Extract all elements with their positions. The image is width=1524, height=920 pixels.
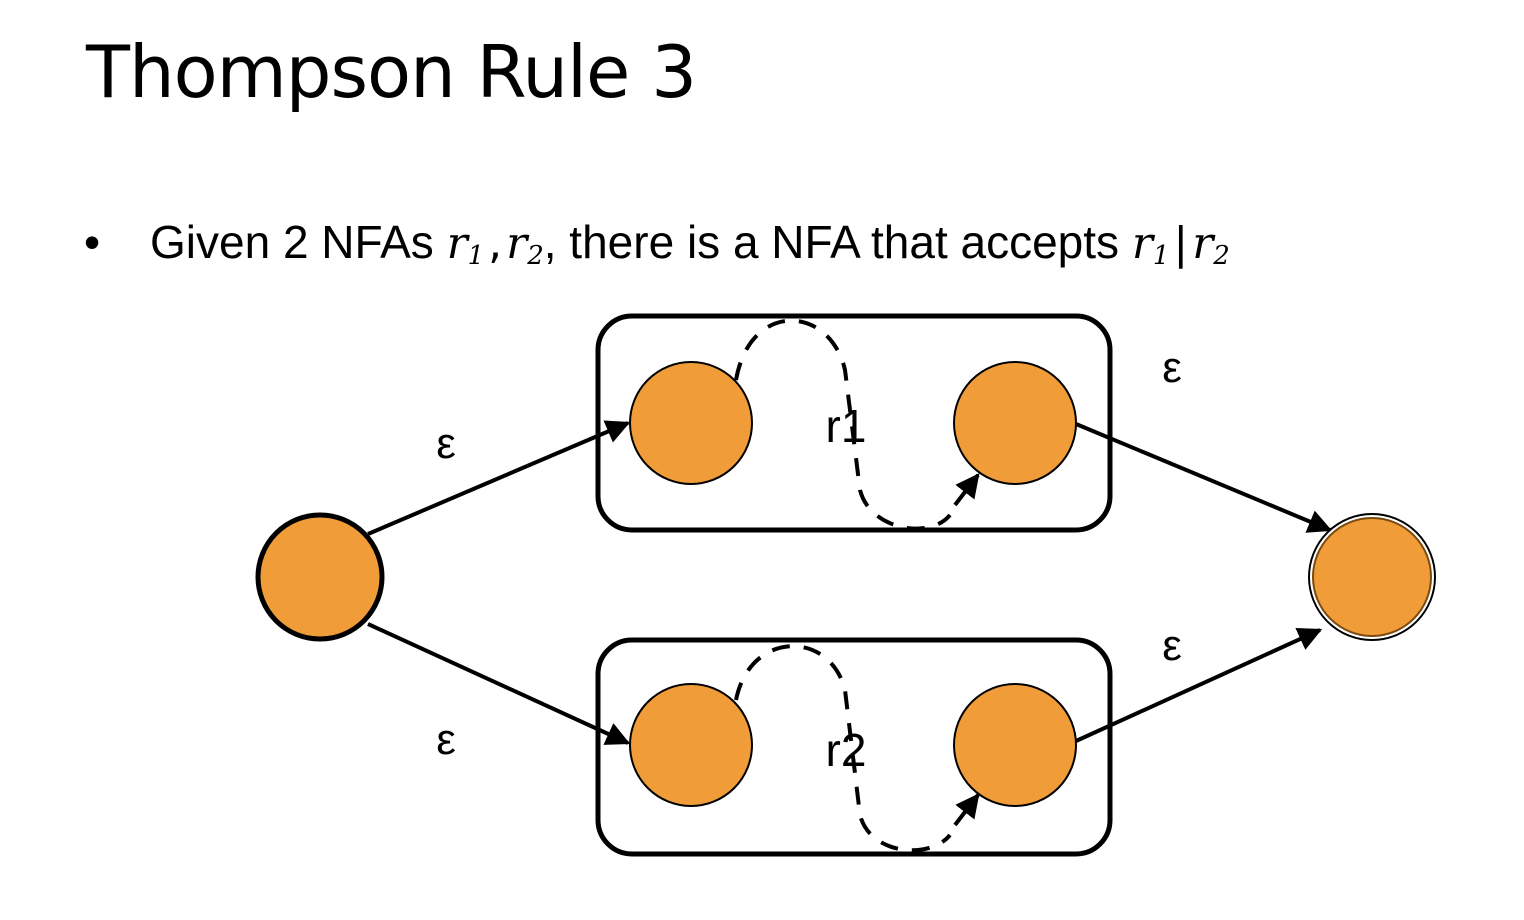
sub-nfa-top-label: r1 [826, 400, 867, 452]
sub-nfa-bottom-label: r2 [826, 724, 867, 776]
sub-nfa-top-box [595, 313, 1113, 533]
sub-nfa-bottom-start-state [629, 683, 753, 807]
sub-nfa-bottom-dashed-arrow [953, 793, 980, 827]
sub-nfa-top-dashed-path [734, 318, 952, 531]
math-r2-subscript: 2 [527, 241, 544, 271]
math-union-r1: r1 [1131, 218, 1170, 271]
math-comma: , [488, 218, 503, 269]
math-union-bar: | [1173, 218, 1189, 269]
sub-nfa-top-end-state [953, 361, 1077, 485]
math-union-r1-base: r [1131, 218, 1153, 269]
math-r2-base: r [506, 218, 528, 269]
sub-nfa-bottom-dashed-path [734, 644, 952, 853]
bullet-text-middle: , there is a NFA that accepts [543, 216, 1132, 268]
start-state [255, 512, 385, 642]
bullet-item: •Given 2 NFAs r1,r2, there is a NFA that… [84, 202, 1230, 296]
math-r1-subscript: 1 [467, 241, 485, 271]
math-union-r2-base: r [1192, 218, 1214, 269]
bullet-text-start: Given 2 NFAs [150, 216, 447, 268]
sub-nfa-bottom-end-state [953, 683, 1077, 807]
epsilon-arrow-top-to-accept [1075, 422, 1333, 533]
epsilon-arrow-start-to-top [367, 420, 631, 536]
bullet-marker: • [84, 216, 101, 268]
sub-nfa-top-start-state [629, 361, 753, 485]
epsilon-label-top-to-accept: ε [1162, 343, 1182, 392]
slide-title: Thompson Rule 3 [86, 30, 697, 114]
sub-nfa-bottom-box [595, 637, 1113, 857]
accept-state [1308, 513, 1436, 641]
epsilon-label-start-to-top: ε [436, 419, 456, 468]
math-r1: r1 [446, 218, 485, 271]
math-union-r1-subscript: 1 [1152, 241, 1170, 271]
epsilon-label-bottom-to-accept: ε [1162, 621, 1182, 670]
math-union-r2: r2 [1192, 218, 1230, 271]
epsilon-arrow-bottom-to-accept [1075, 628, 1323, 743]
math-r1-base: r [446, 218, 468, 269]
sub-nfa-top-dashed-arrow [953, 473, 980, 507]
math-r2: r2 [506, 218, 544, 271]
epsilon-label-start-to-bottom: ε [436, 715, 456, 764]
epsilon-arrow-start-to-bottom [367, 622, 631, 745]
math-union-r2-subscript: 2 [1213, 241, 1230, 271]
